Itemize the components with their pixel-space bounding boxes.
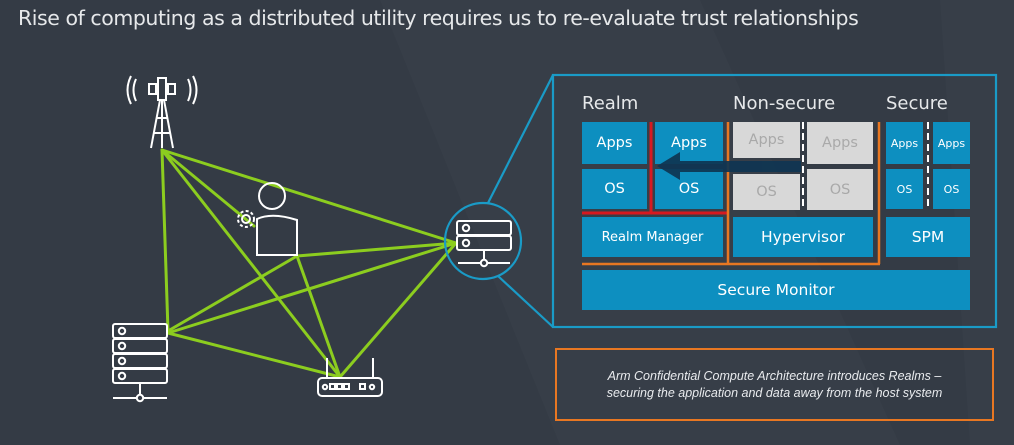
realm-apps-2: Apps xyxy=(655,122,723,164)
callout-box: Arm Confidential Compute Architecture in… xyxy=(555,348,994,421)
realm-os-1: OS xyxy=(582,169,647,209)
realm-apps-1: Apps xyxy=(582,122,647,164)
realm-os-2: OS xyxy=(655,169,723,209)
spm-block: SPM xyxy=(886,217,970,257)
non-secure-apps-2: Apps xyxy=(807,122,873,164)
page-title: Rise of computing as a distributed utili… xyxy=(18,6,859,30)
zoom-connector xyxy=(443,73,998,329)
non-secure-label: Non-secure xyxy=(733,93,836,114)
realm-boundary xyxy=(582,122,727,215)
server-rack-icon xyxy=(112,323,168,403)
network-links xyxy=(160,148,458,379)
cell-tower-icon xyxy=(126,75,198,149)
link-rack-router xyxy=(166,331,342,379)
isolation-dividers xyxy=(802,122,929,210)
link-tower-router xyxy=(160,148,342,379)
link-user-router xyxy=(295,254,342,379)
link-tower-user xyxy=(160,148,256,228)
non-secure-os-2: OS xyxy=(807,169,873,210)
secure-label: Secure xyxy=(886,93,948,114)
user-with-gear-icon xyxy=(237,182,298,256)
secure-os-1: OS xyxy=(886,169,923,209)
link-user-rack xyxy=(166,254,299,333)
server-icon xyxy=(456,220,512,268)
non-secure-os-1: OS xyxy=(733,174,800,210)
non-secure-apps-1: Apps xyxy=(733,122,800,158)
secure-apps-1: Apps xyxy=(886,122,923,164)
hypervisor-block: Hypervisor xyxy=(733,217,873,257)
highlight-circle xyxy=(443,201,523,281)
secure-apps-2: Apps xyxy=(933,122,970,164)
zoom-frame xyxy=(551,73,998,329)
callout-line-2: securing the application and data away f… xyxy=(606,385,943,400)
secure-monitor-block: Secure Monitor xyxy=(582,270,970,310)
link-rack-cloud xyxy=(166,241,458,335)
migration-arrow-icon xyxy=(657,152,801,180)
realm-manager-block: Realm Manager xyxy=(582,217,723,257)
link-tower-rack xyxy=(160,148,170,333)
link-tower-cloud xyxy=(160,148,458,245)
world-boundary xyxy=(582,122,881,266)
link-user-cloud xyxy=(295,241,458,258)
secure-os-2: OS xyxy=(933,169,970,209)
link-router-cloud xyxy=(338,241,458,379)
router-icon xyxy=(317,358,383,397)
realm-label: Realm xyxy=(582,93,639,114)
callout-line-1: Arm Confidential Compute Architecture in… xyxy=(607,368,942,383)
